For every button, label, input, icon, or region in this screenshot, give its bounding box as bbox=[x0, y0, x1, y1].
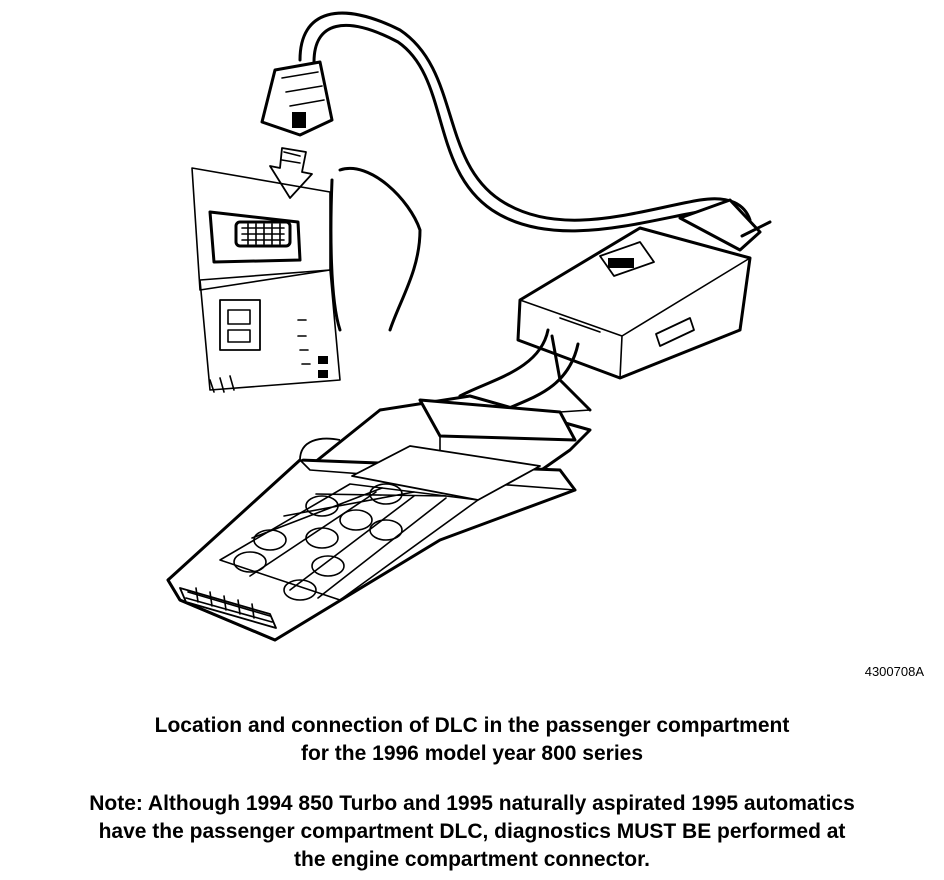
diagnostic-cable bbox=[298, 11, 752, 233]
caption-line-2: for the 1996 model year 800 series bbox=[300, 742, 644, 765]
obd-plug-connector bbox=[260, 60, 334, 137]
speaker-grille bbox=[179, 587, 277, 629]
keypad bbox=[219, 483, 479, 601]
note-line-1: Note: Although 1994 850 Turbo and 1995 n… bbox=[89, 792, 855, 815]
interface-adapter bbox=[516, 198, 772, 380]
note-line-2: have the passenger compartment DLC, diag… bbox=[98, 820, 846, 843]
dashboard-area bbox=[191, 166, 422, 393]
caption-line-1: Location and connection of DLC in the pa… bbox=[154, 714, 790, 737]
display-screen bbox=[351, 445, 541, 501]
handheld-scan-tool bbox=[166, 394, 592, 642]
figure-caption: Location and connection of DLC in the pa… bbox=[0, 712, 944, 768]
dlc-connection-illustration bbox=[166, 11, 772, 642]
note-text: Note: Although 1994 850 Turbo and 1995 n… bbox=[0, 790, 944, 874]
note-line-3: the engine compartment connector. bbox=[294, 848, 650, 871]
dlc-socket bbox=[234, 220, 292, 248]
figure-id-label: 4300708A bbox=[864, 664, 924, 679]
insertion-arrow bbox=[269, 147, 313, 199]
